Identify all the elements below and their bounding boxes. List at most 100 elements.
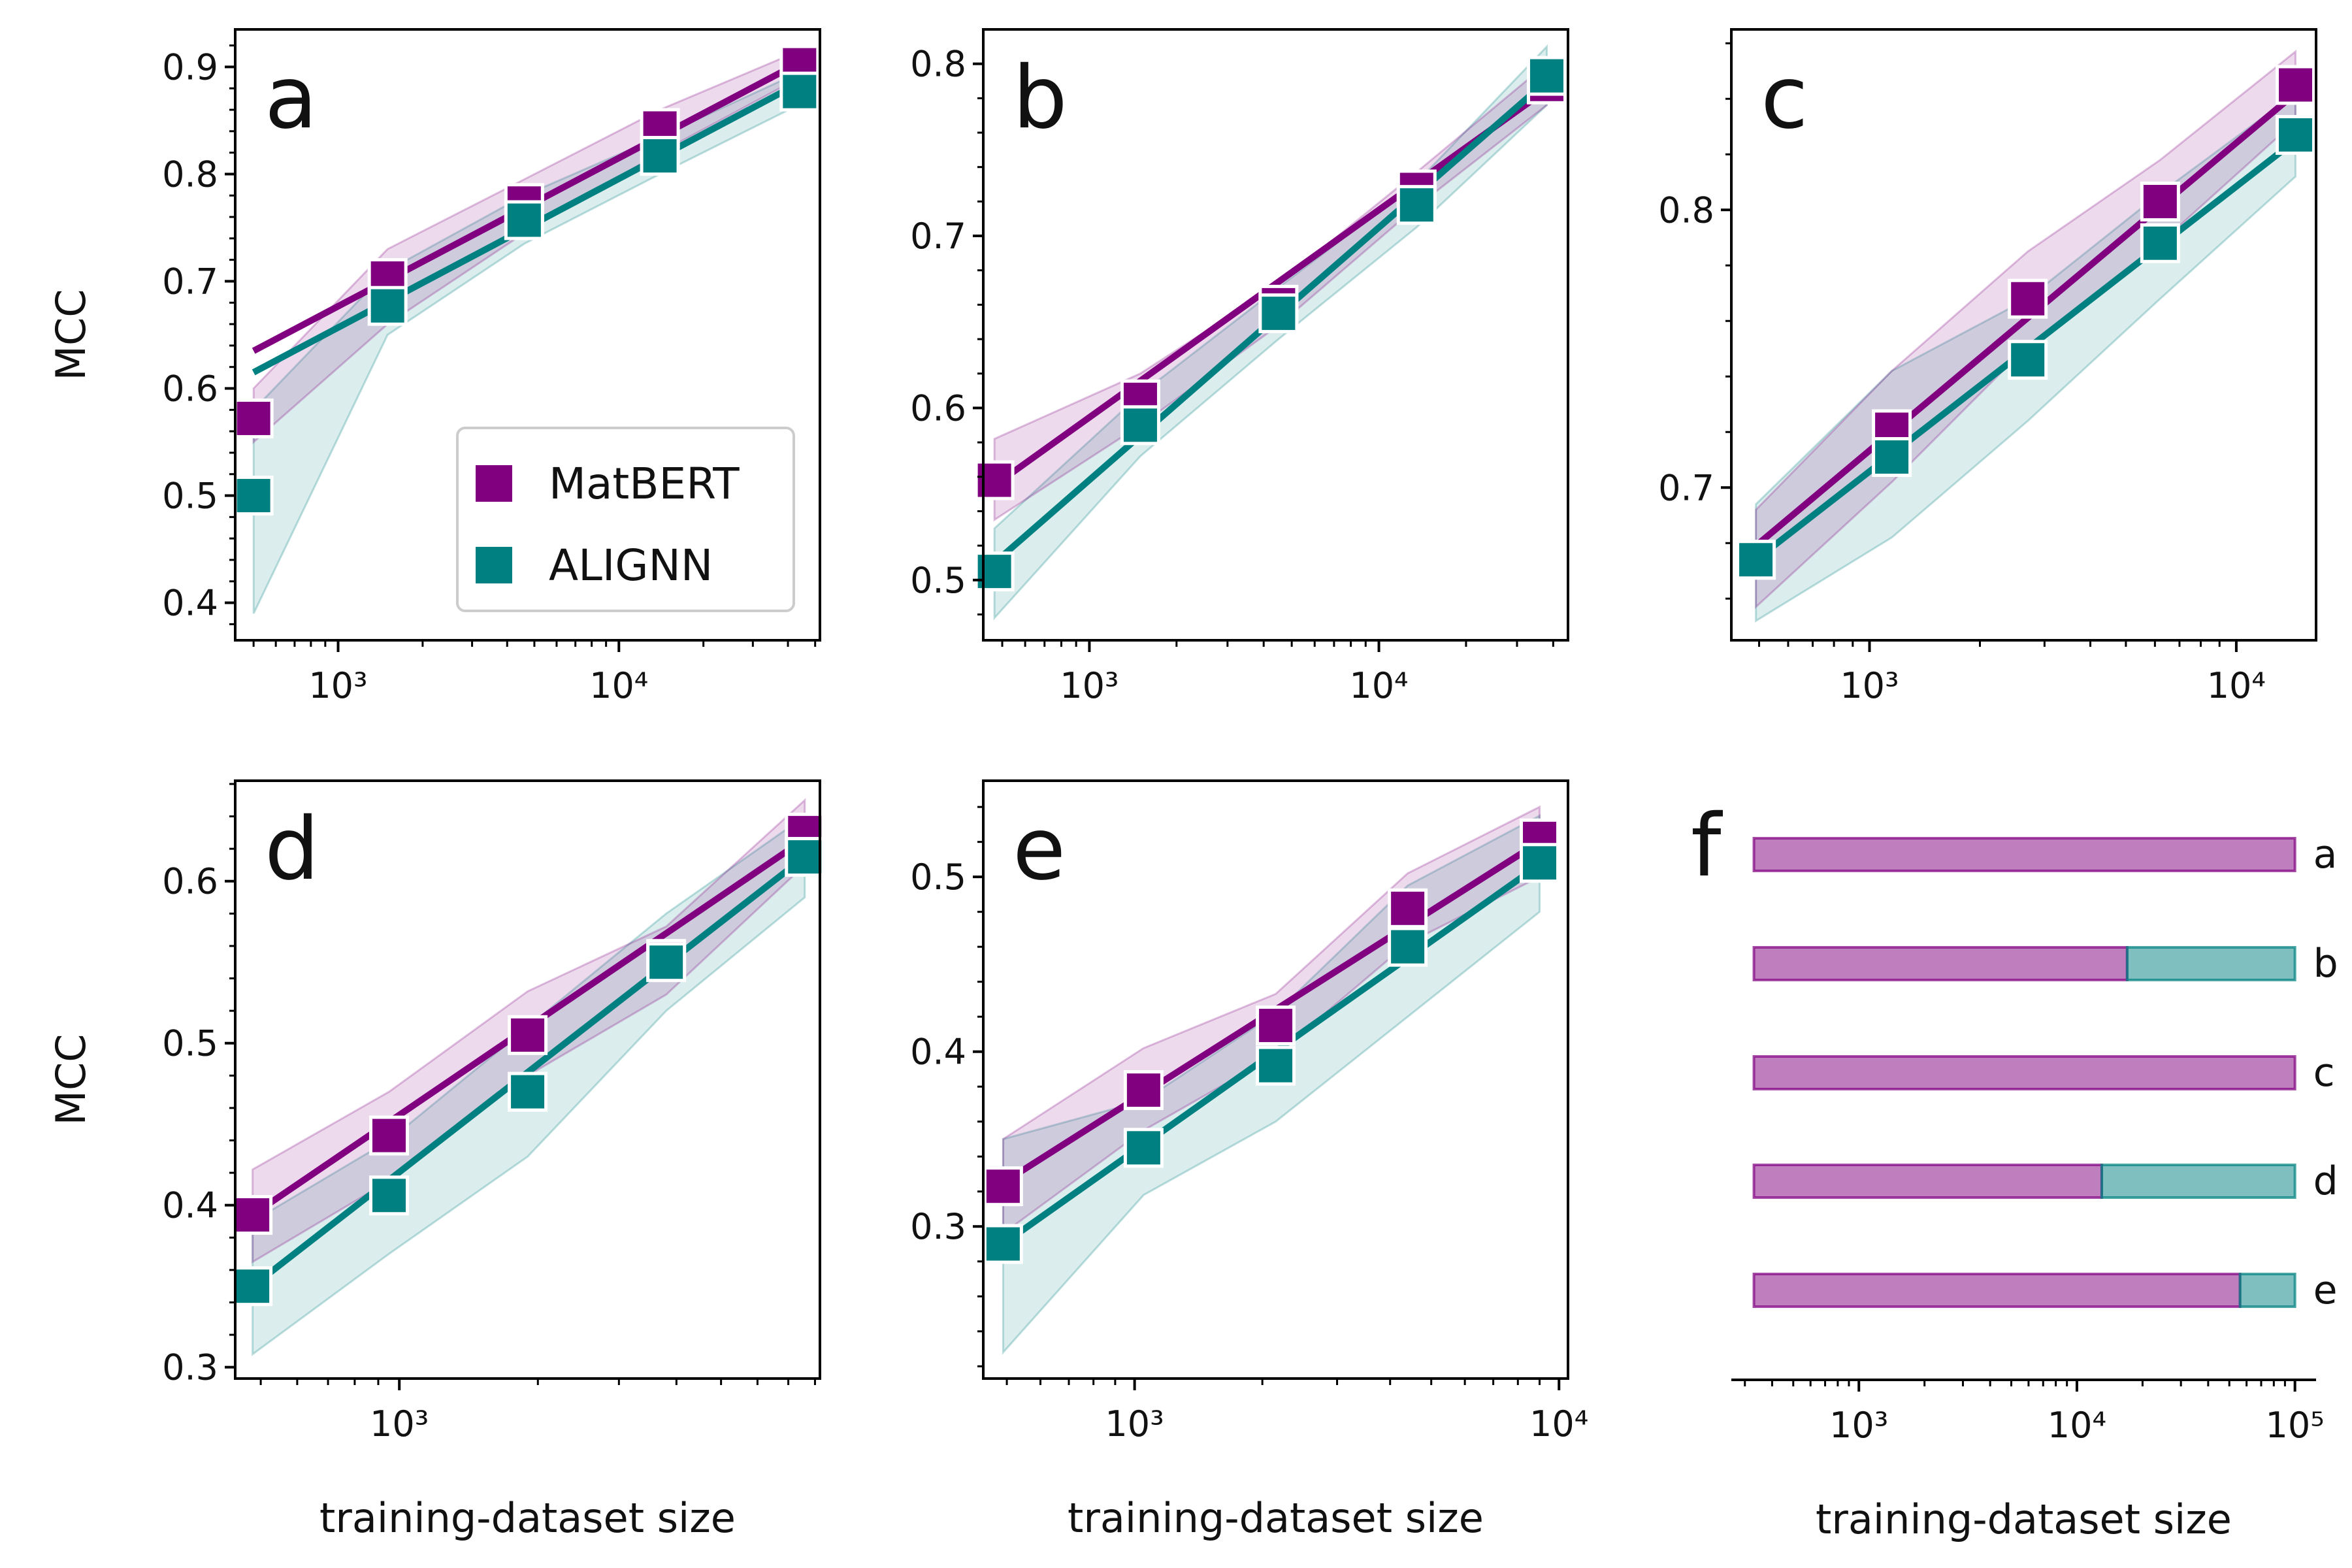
marker-alignn: [508, 1071, 548, 1112]
marker-alignn: [2140, 223, 2180, 263]
marker-matbert: [2008, 278, 2048, 319]
marker-alignn: [974, 551, 1015, 592]
x-tick-label: 10⁴: [1529, 1403, 1588, 1445]
marker-matbert: [1256, 1005, 1296, 1046]
legend-label: MatBERT: [549, 459, 740, 509]
y-tick-label: 0.9: [162, 46, 218, 88]
y-tick-label: 0.6: [162, 861, 218, 902]
panel-letter: a: [265, 48, 318, 148]
marker-matbert: [1388, 888, 1428, 928]
marker-matbert: [233, 398, 274, 438]
y-tick-label: 0.8: [1658, 189, 1714, 231]
x-axis-label: training-dataset size: [1068, 1494, 1484, 1542]
marker-alignn: [233, 476, 274, 516]
bar-alignn-d: [2100, 1164, 2296, 1199]
marker-alignn: [640, 136, 680, 176]
bar-alignn-e: [2238, 1273, 2296, 1308]
marker-alignn: [1520, 843, 1560, 883]
legend-marker-alignn: [476, 547, 512, 583]
panel-letter: b: [1013, 48, 1068, 148]
marker-alignn: [1120, 405, 1160, 446]
legend-label: ALIGNN: [549, 540, 713, 591]
marker-alignn: [367, 286, 408, 326]
y-tick-label: 0.5: [162, 1023, 218, 1064]
bar-row-label: b: [2313, 941, 2338, 987]
x-tick-label: 10⁴: [589, 665, 648, 706]
marker-alignn: [1256, 1045, 1296, 1086]
x-tick-label: 10⁴: [1349, 665, 1408, 706]
panel-letter: f: [1691, 796, 1723, 896]
legend: MatBERT ALIGNN: [456, 427, 795, 612]
marker-matbert: [2275, 65, 2315, 105]
bar-row-label: a: [2313, 832, 2338, 877]
y-axis-label: MCC: [47, 289, 95, 380]
y-tick-label: 0.8: [162, 154, 218, 195]
marker-matbert: [233, 1195, 273, 1235]
x-axis-label: training-dataset size: [1816, 1495, 2232, 1543]
marker-alignn: [2275, 115, 2315, 155]
bar-matbert-a: [1752, 837, 2296, 872]
marker-matbert: [1123, 1070, 1164, 1111]
axes-frame: [1730, 28, 2317, 642]
y-tick-label: 0.4: [162, 583, 218, 624]
marker-alignn: [2008, 340, 2048, 380]
panel-letter: d: [265, 799, 319, 900]
y-tick-label: 0.6: [162, 368, 218, 410]
x-tick-label: 10³: [308, 665, 367, 706]
bar-matbert-d: [1752, 1164, 2103, 1199]
x-tick-label: 10⁵: [2265, 1405, 2324, 1446]
x-tick-label: 10³: [1105, 1403, 1164, 1445]
y-tick-label: 0.5: [910, 560, 966, 601]
y-tick-label: 0.3: [910, 1206, 966, 1247]
panel-c: 0.7 0.8 10³ 10⁴ c: [1658, 28, 2317, 706]
marker-alignn: [983, 1224, 1023, 1264]
bar-alignn-b: [2125, 946, 2296, 981]
marker-alignn: [785, 837, 825, 877]
panel-b: 0.5 0.6 0.7 0.8 10³ 10⁴ b: [910, 28, 1569, 706]
bar-matbert-c: [1752, 1055, 2296, 1090]
axes-frame: [982, 779, 1569, 1380]
axes-frame: [982, 28, 1569, 642]
x-tick-label: 10³: [1829, 1405, 1888, 1446]
marker-matbert: [2140, 182, 2180, 221]
marker-alignn: [369, 1175, 410, 1216]
x-tick-label: 10⁴: [2207, 665, 2266, 706]
marker-matbert: [983, 1166, 1023, 1207]
legend-marker-matbert: [476, 465, 512, 502]
marker-matbert: [508, 1015, 548, 1055]
marker-alignn: [1736, 540, 1776, 580]
panel-letter: c: [1761, 48, 1808, 148]
y-tick-label: 0.7: [910, 216, 966, 257]
marker-alignn: [646, 942, 687, 983]
marker-alignn: [779, 71, 820, 112]
x-tick-label: 10³: [1840, 665, 1899, 706]
axes-frame: [234, 28, 821, 642]
y-tick-label: 0.7: [1658, 467, 1714, 508]
bar-matbert-b: [1752, 946, 2129, 981]
marker-alignn: [1123, 1128, 1164, 1168]
marker-matbert: [974, 460, 1015, 500]
marker-alignn: [233, 1266, 273, 1307]
marker-alignn: [1258, 293, 1299, 334]
band-matbert: [1755, 49, 2296, 610]
y-tick-label: 0.5: [162, 476, 218, 517]
marker-alignn: [1872, 437, 1912, 477]
y-tick-label: 0.4: [162, 1185, 218, 1226]
y-tick-label: 0.5: [910, 857, 966, 898]
bar-row-label: d: [2313, 1158, 2338, 1204]
marker-matbert: [369, 1115, 410, 1156]
y-tick-label: 0.7: [162, 261, 218, 302]
legend-box: [456, 427, 795, 612]
y-tick-label: 0.6: [910, 387, 966, 429]
panel-letter: e: [1013, 799, 1066, 900]
fit-line-matbert: [1754, 90, 2298, 549]
fit-line-alignn: [250, 854, 807, 1289]
y-tick-label: 0.8: [910, 44, 966, 85]
x-tick-label: 10³: [1060, 665, 1119, 706]
bar-row-label: c: [2313, 1050, 2335, 1096]
